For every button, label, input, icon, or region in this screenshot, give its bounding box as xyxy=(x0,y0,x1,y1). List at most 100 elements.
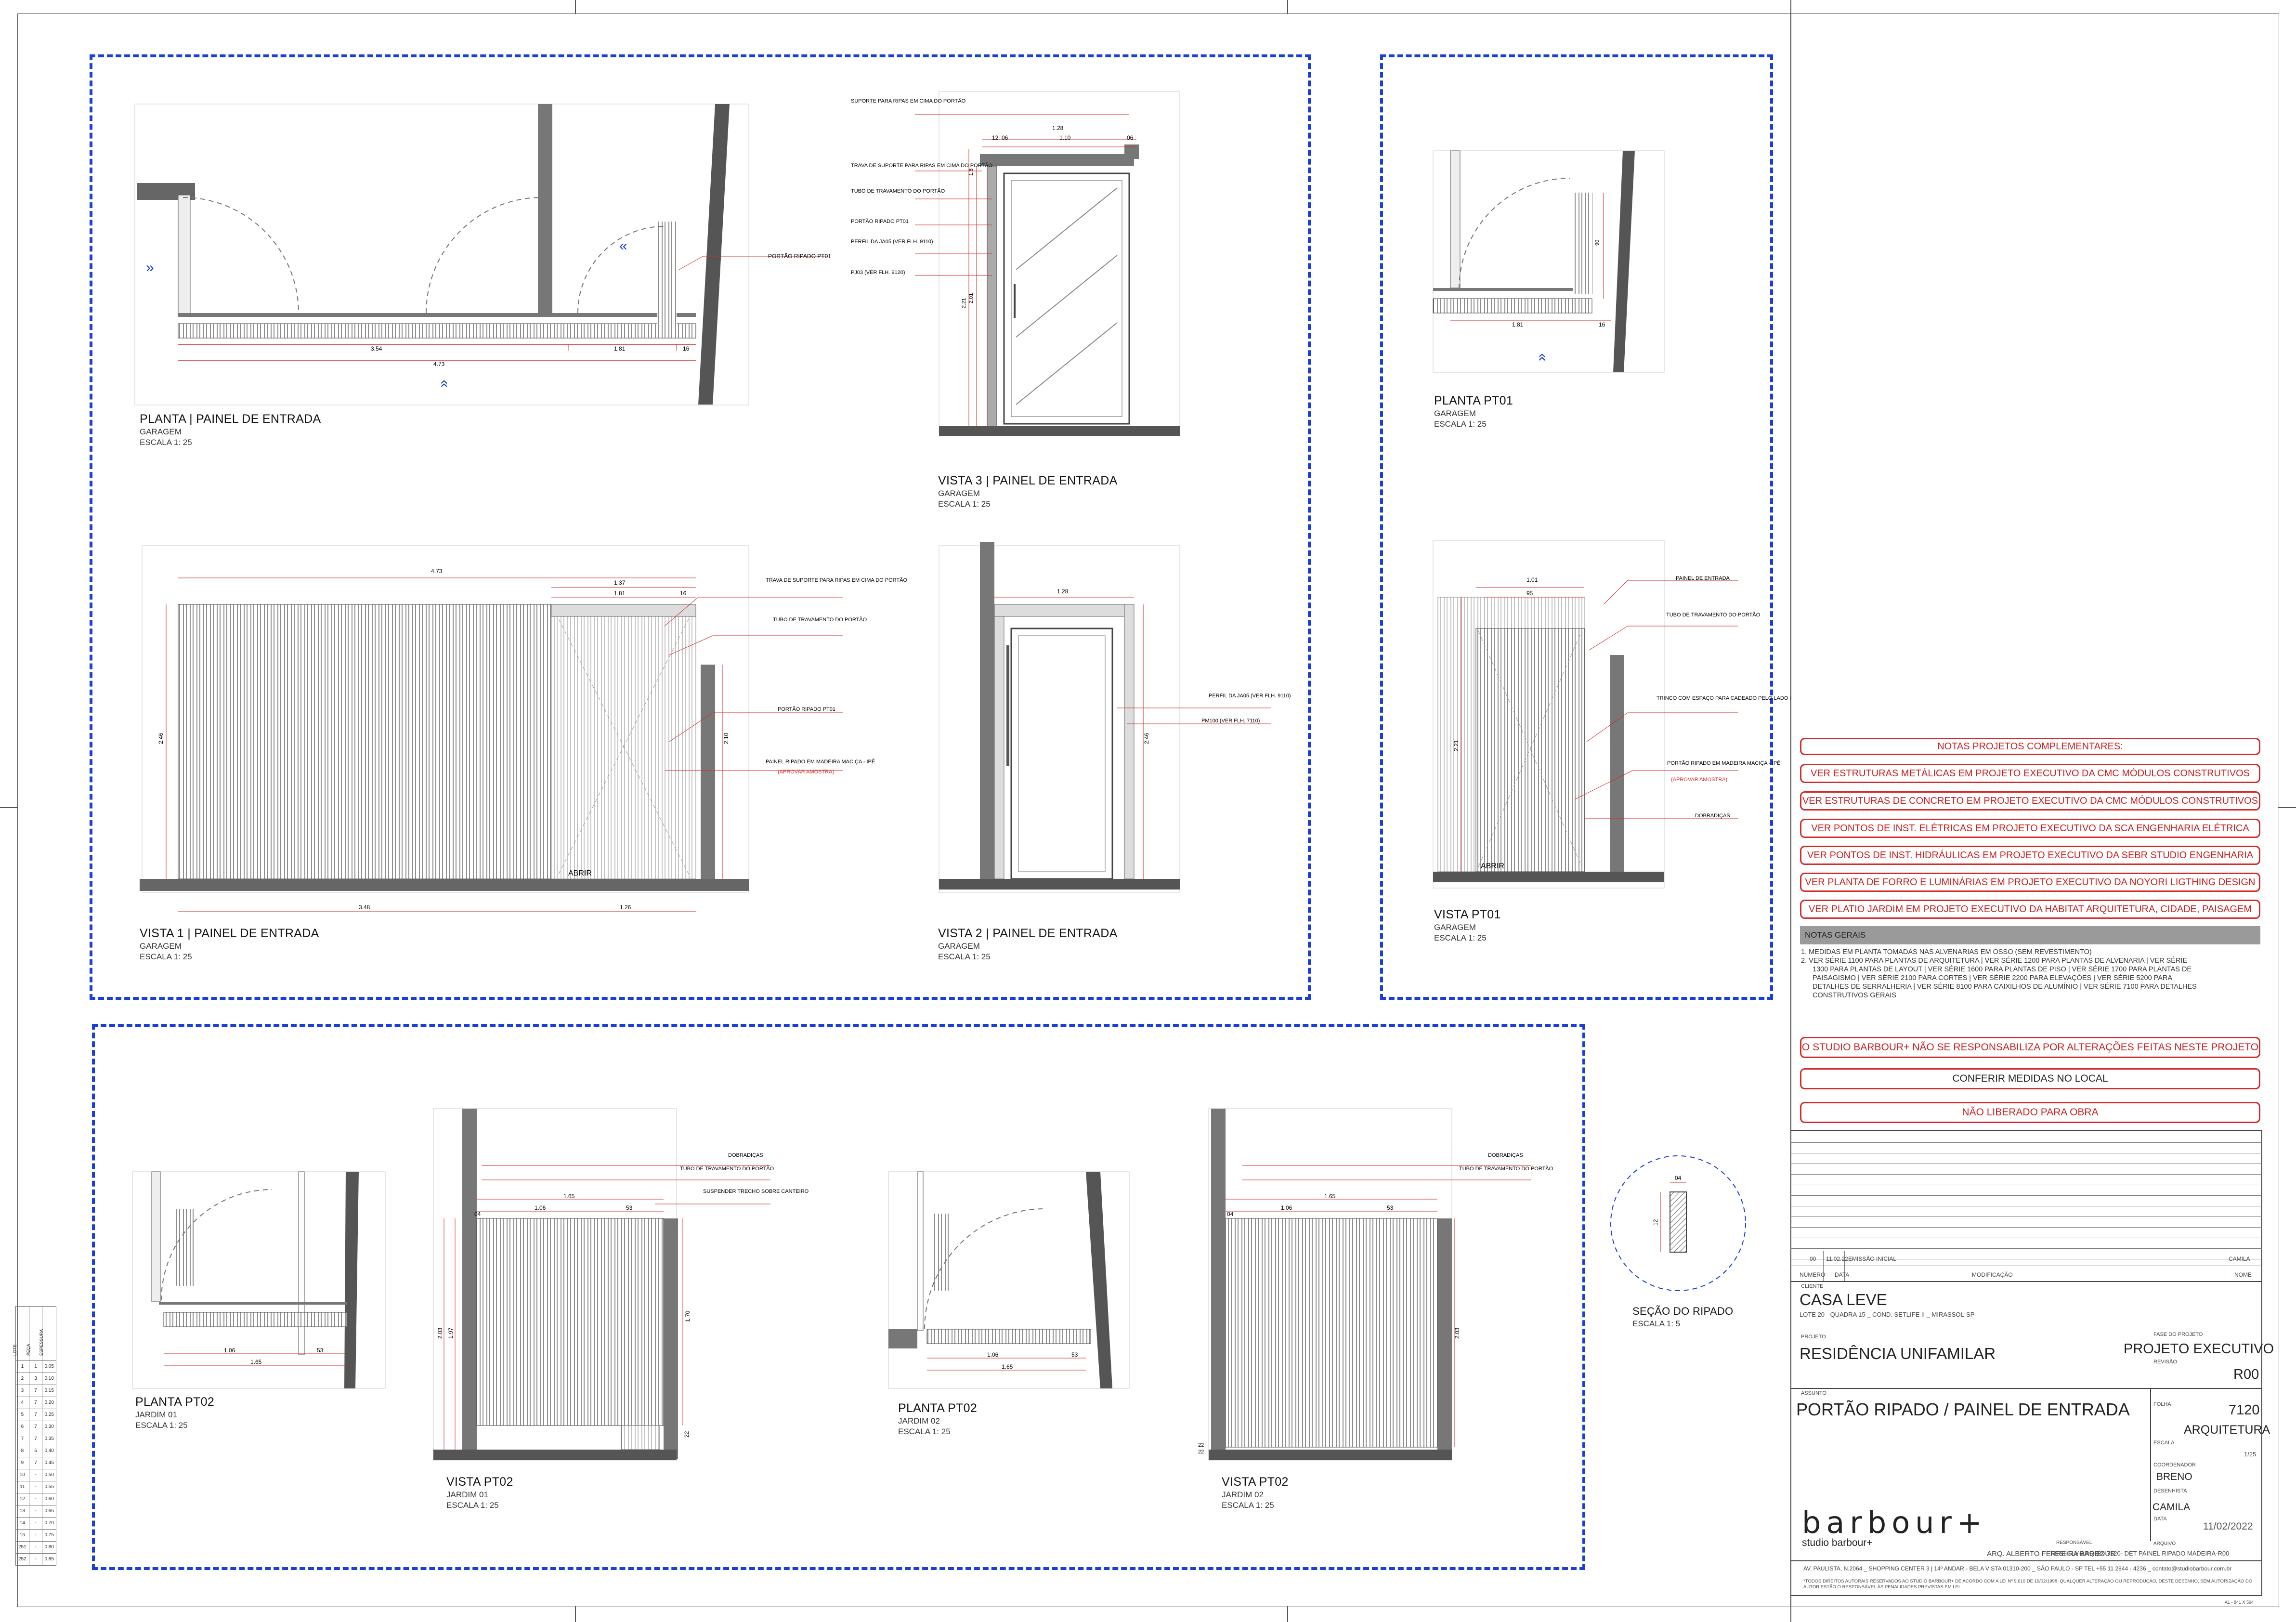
side-table-cell: - xyxy=(29,1505,43,1517)
separator xyxy=(1790,1388,2262,1389)
annotation-text: TRAVA DE SUPORTE PARA RIPAS EM CIMA DO P… xyxy=(851,162,992,169)
revision-col-line xyxy=(1823,1251,1824,1281)
view-title: VISTA 2 | PAINEL DE ENTRADA xyxy=(938,927,1118,940)
side-table-cell: - xyxy=(29,1554,43,1565)
side-table-cell: 6 xyxy=(16,1421,29,1433)
view-title: PLANTA | PAINEL DE ENTRADA xyxy=(140,412,321,426)
view-title: VISTA PT02 xyxy=(446,1475,513,1489)
view-title: PLANTA PT02 xyxy=(135,1395,215,1409)
side-table-cell: 3 xyxy=(29,1373,43,1385)
annotation-text: (APROVAR AMOSTRA) xyxy=(1671,777,1727,783)
dim-text: 1.06 xyxy=(987,1351,999,1358)
arquivo-label: ARQUIVO xyxy=(2153,1541,2176,1546)
annotation-text: PAINEL DE ENTRADA xyxy=(1676,576,1730,581)
side-table-cell: 5 xyxy=(16,1409,29,1421)
group-frame-pt01 xyxy=(1380,54,1773,1000)
side-table-cell: 12 xyxy=(16,1493,29,1505)
revision-row-line xyxy=(1790,1142,2262,1143)
group-frame-painel xyxy=(90,54,1311,1000)
side-table-header: LOTE xyxy=(13,1344,17,1356)
north-arrow-icon: » xyxy=(435,379,451,388)
dim-text: 53 xyxy=(1387,1204,1394,1211)
separator xyxy=(1790,1281,2262,1282)
north-arrow-icon: « xyxy=(619,238,627,254)
dim-text: 06 xyxy=(1127,134,1134,141)
dim-text: 1.10 xyxy=(1059,134,1071,141)
sheet-tick xyxy=(1790,0,1791,13)
dim-text: 1.81 xyxy=(1512,321,1524,328)
side-table-row: 251-0.80 xyxy=(15,1542,56,1554)
dim-text: 2.21 xyxy=(1453,740,1460,751)
annotation-text: PAINEL RIPADO EM MADEIRA MACIÇA - IPÊ xyxy=(766,759,875,765)
annotation-text: DOBRADIÇAS xyxy=(728,1152,763,1158)
responsavel-label: RESPONSÁVEL xyxy=(2056,1540,2092,1545)
annotation-text: PORTÃO RIPADO PT01 xyxy=(778,706,835,712)
annotation-text: PORTÃO RIPADO PT01 xyxy=(851,218,909,224)
dim-text: 90 xyxy=(1594,240,1600,246)
dim-text: 53 xyxy=(317,1347,324,1354)
view-title: VISTA 1 | PAINEL DE ENTRADA xyxy=(140,927,319,940)
dim-text: 1.81 xyxy=(614,345,626,352)
side-table-cell: 0.70 xyxy=(44,1520,54,1526)
revision-row-line xyxy=(1790,1227,2262,1228)
annotation-text: TRAVA DE SUPORTE PARA RIPAS EM CIMA DO P… xyxy=(766,577,907,583)
side-table-cell: - xyxy=(29,1530,43,1541)
side-table-cell: 1 xyxy=(16,1361,29,1373)
side-table-cell: 11 xyxy=(16,1481,29,1493)
dim-text: 2.46 xyxy=(1143,733,1150,744)
side-table-cell: 0.25 xyxy=(44,1412,54,1417)
dim-text: 53 xyxy=(626,1204,633,1211)
side-table-cell: 7 xyxy=(29,1397,43,1409)
side-table-cell: 5 xyxy=(29,1445,43,1457)
revision-modification: EMISSÃO INICIAL xyxy=(1848,1256,1897,1262)
dim-text: 04 xyxy=(474,1211,481,1217)
revisao-value: R00 xyxy=(2233,1367,2259,1382)
cliente-address: LOTE 20 - QUADRA 15 _ COND. SETLIFE II _… xyxy=(1800,1311,1975,1318)
sheet-tick xyxy=(1287,0,1288,13)
dim-text: 16 xyxy=(683,345,690,352)
sheet-tick xyxy=(575,0,576,13)
fase-value: PROJETO EXECUTIVO xyxy=(2124,1341,2274,1357)
side-table-row: 11-0.55 xyxy=(15,1481,56,1493)
sheet-tick xyxy=(0,807,17,808)
side-table-cell: 8 xyxy=(16,1445,29,1457)
side-table-cell: 0.45 xyxy=(44,1460,54,1465)
view-title: PLANTA PT01 xyxy=(1434,394,1513,407)
side-table-cell: 0.55 xyxy=(44,1484,54,1490)
revision-col-line xyxy=(1844,1251,1845,1281)
dim-text: 22 xyxy=(1198,1442,1204,1448)
side-table-header: ESPESSURA xyxy=(39,1329,44,1356)
dim-text: 1.26 xyxy=(620,904,631,911)
side-table-cell: 0.05 xyxy=(44,1364,54,1369)
notes-header: NOTAS PROJETOS COMPLEMENTARES: xyxy=(1800,738,2260,755)
dim-text: 04 xyxy=(1675,1175,1682,1181)
side-table-cell: 3 xyxy=(16,1385,29,1397)
revision-header: NÚMERO xyxy=(1800,1271,1826,1278)
separator xyxy=(1790,1560,2262,1561)
side-table-cell: - xyxy=(29,1517,43,1529)
folha-label: FOLHA xyxy=(2153,1401,2171,1407)
dim-text: 2.01 xyxy=(968,293,974,303)
side-table-cell: 0.40 xyxy=(44,1448,54,1453)
dim-text: 22 xyxy=(1198,1449,1204,1455)
escala-label: ESCALA xyxy=(2153,1440,2175,1446)
side-table-cell: 10 xyxy=(16,1469,29,1481)
annotation-text: TUBO DE TRAVAMENTO DO PORTÃO xyxy=(1666,612,1761,618)
desenhista-label: DESENHISTA xyxy=(2153,1488,2187,1494)
side-table-cell: 0.75 xyxy=(44,1532,54,1538)
side-table-cell: 7 xyxy=(29,1433,43,1445)
annotation-text: TUBO DE TRAVAMENTO DO PORTÃO xyxy=(680,1165,774,1172)
revision-name: CAMILA xyxy=(2229,1256,2250,1262)
dim-text: 1.65 xyxy=(1324,1193,1336,1200)
dim-text: 12 xyxy=(992,134,999,141)
dim-text: 1.28 xyxy=(1052,125,1064,131)
side-table-cell: 0.50 xyxy=(44,1472,54,1478)
